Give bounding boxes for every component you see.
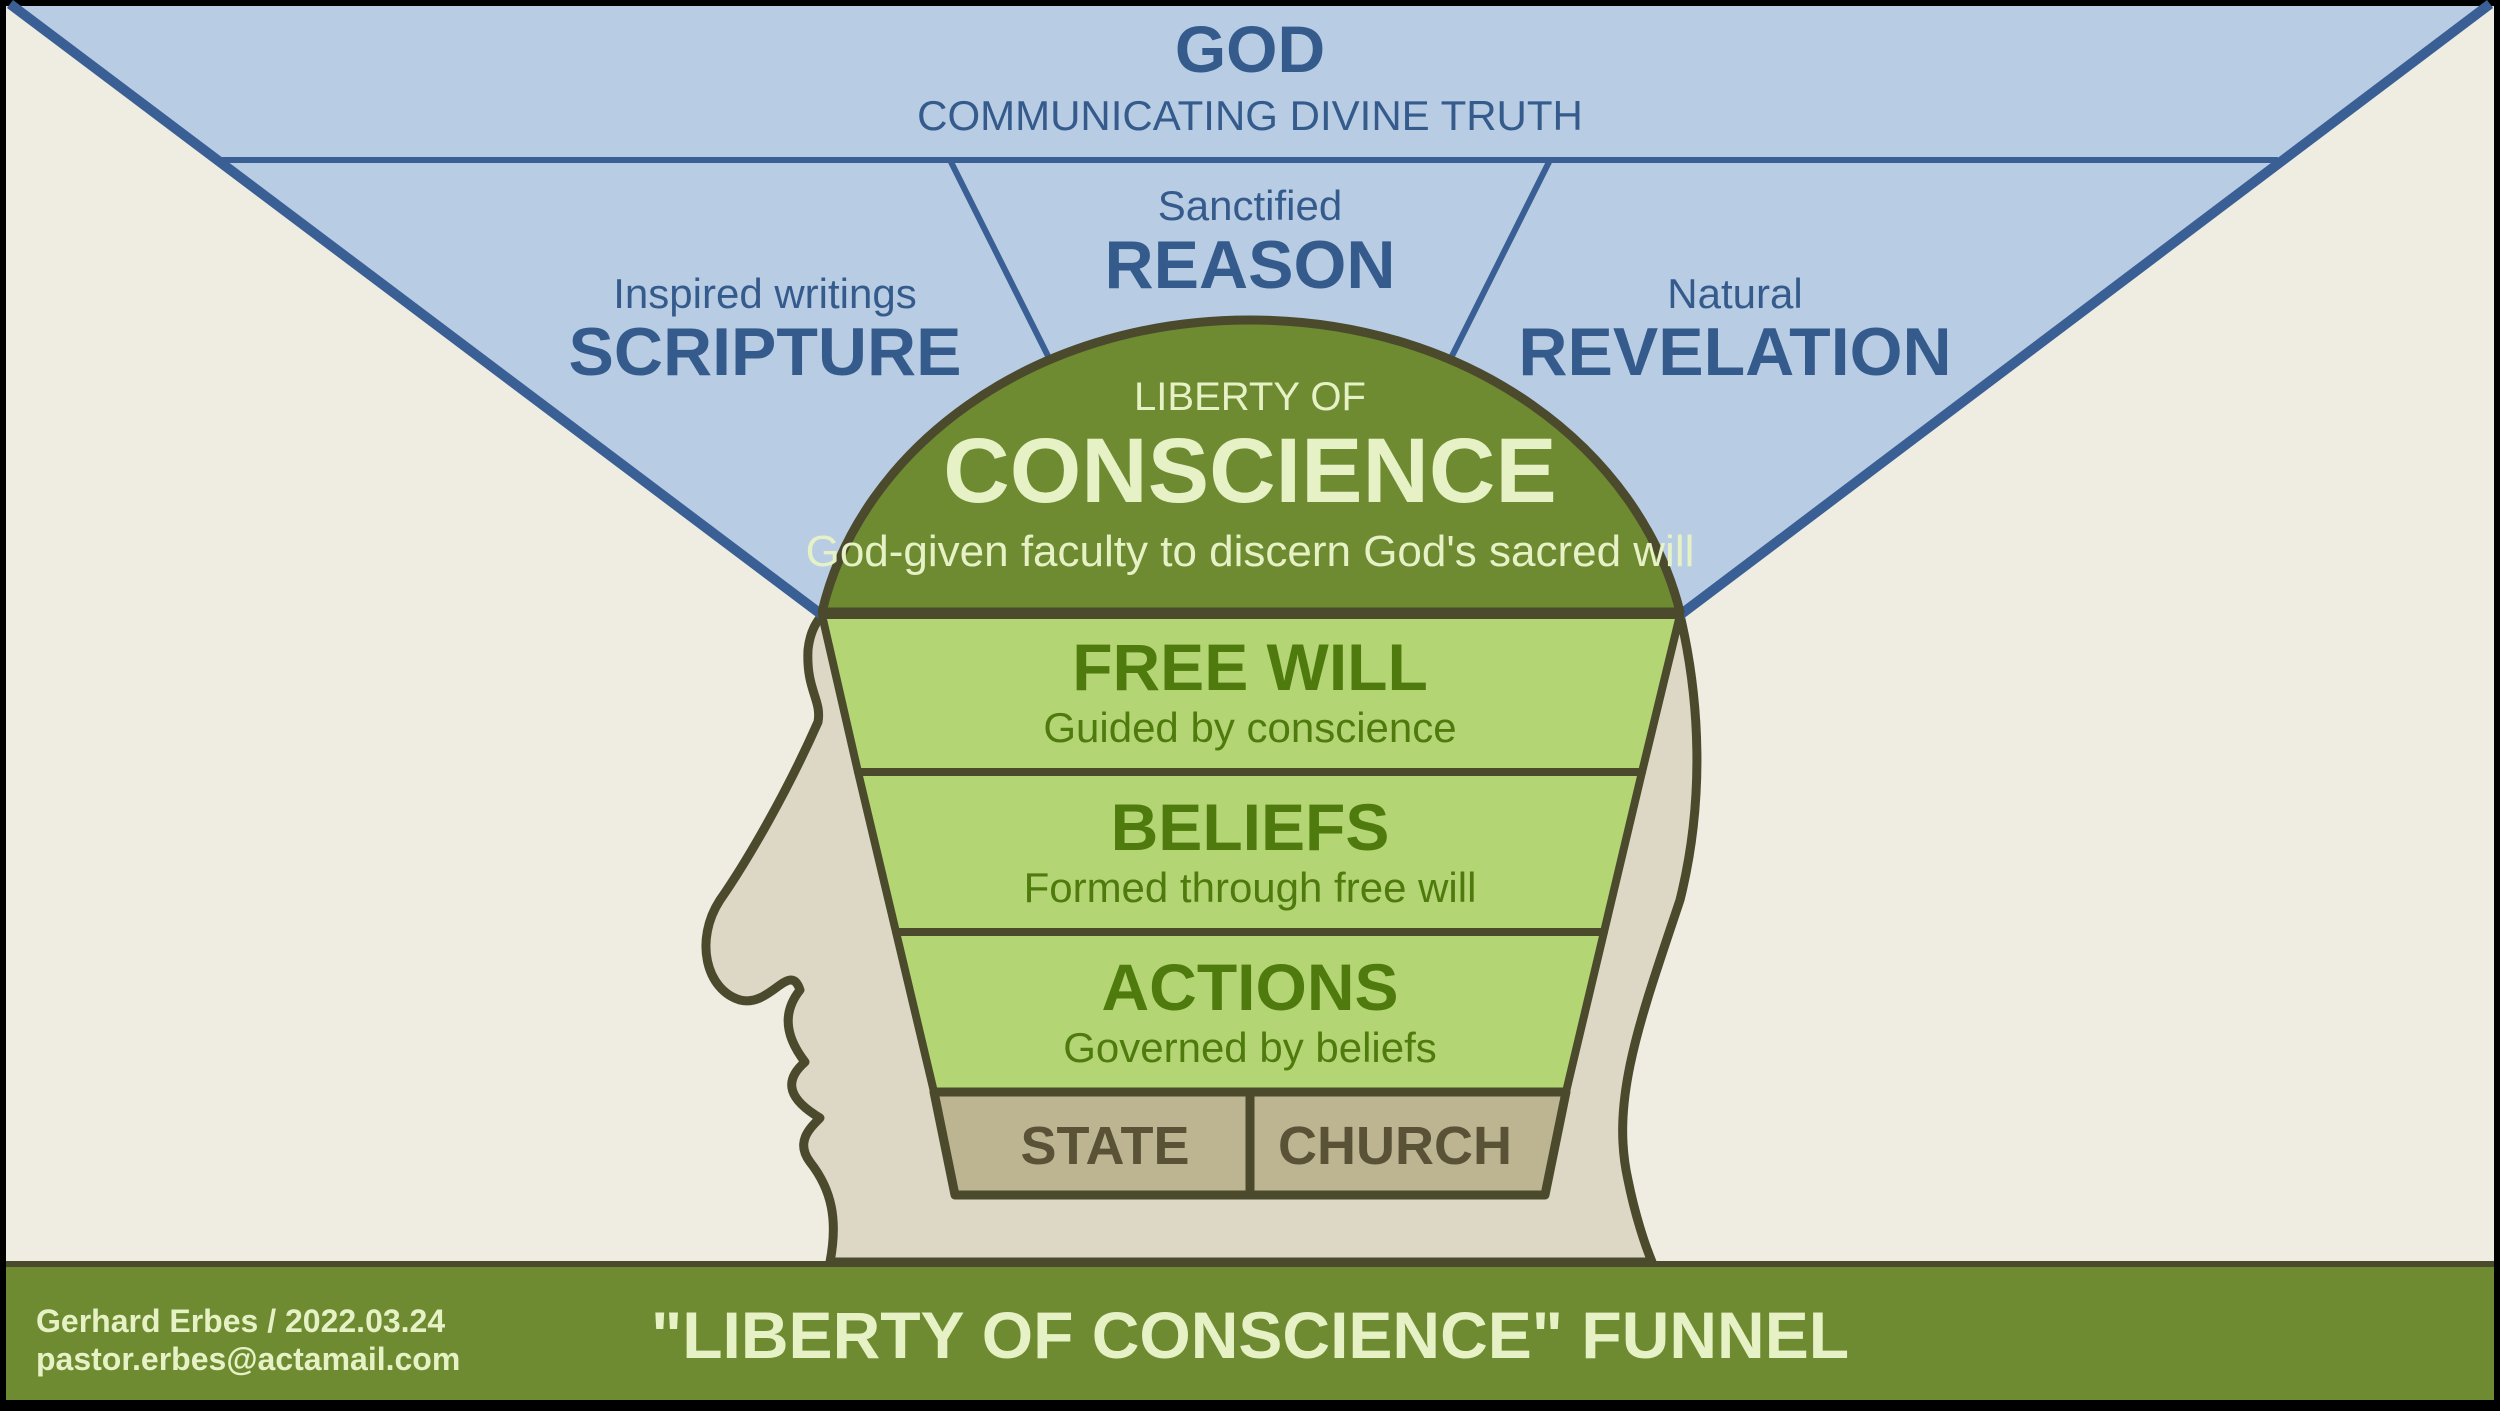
conscience-title: CONSCIENCE xyxy=(943,420,1556,522)
conscience-caption: LIBERTY OF xyxy=(1134,375,1366,419)
reason-caption: Sanctified xyxy=(1158,182,1342,229)
beliefs-description: Formed through free will xyxy=(1024,864,1477,911)
church-label: CHURCH xyxy=(1278,1116,1512,1176)
footer-bar: Gerhard Erbes / 2022.03.24 pastor.erbes@… xyxy=(6,1262,2494,1400)
scripture-label: SCRIPTURE xyxy=(569,314,962,390)
layer-actions: ACTIONS Governed by beliefs xyxy=(896,932,1604,1092)
free-will-title: FREE WILL xyxy=(1072,630,1428,704)
state-label: STATE xyxy=(1021,1116,1190,1176)
actions-title: ACTIONS xyxy=(1102,950,1399,1024)
reason-label: REASON xyxy=(1105,227,1396,303)
free-will-description: Guided by conscience xyxy=(1043,704,1456,751)
beliefs-title: BELIEFS xyxy=(1111,790,1390,864)
layer-beliefs: BELIEFS Formed through free will xyxy=(858,772,1642,932)
revelation-caption: Natural xyxy=(1667,270,1802,317)
footer-title: "LIBERTY OF CONSCIENCE" FUNNEL xyxy=(651,1298,1849,1372)
footer-author: Gerhard Erbes / 2022.03.24 xyxy=(36,1303,445,1339)
footer-email: pastor.erbes@actamail.com xyxy=(36,1341,460,1377)
actions-description: Governed by beliefs xyxy=(1063,1024,1437,1071)
conscience-description: God-given faculty to discern God's sacre… xyxy=(806,527,1695,576)
scripture-caption: Inspired writings xyxy=(613,270,916,317)
revelation-label: REVELATION xyxy=(1518,314,1951,390)
god-subtitle: COMMUNICATING DIVINE TRUTH xyxy=(917,92,1583,139)
god-title: GOD xyxy=(1175,12,1325,86)
state-church-base: STATE CHURCH xyxy=(934,1092,1566,1195)
layer-free-will: FREE WILL Guided by conscience xyxy=(822,615,1680,772)
